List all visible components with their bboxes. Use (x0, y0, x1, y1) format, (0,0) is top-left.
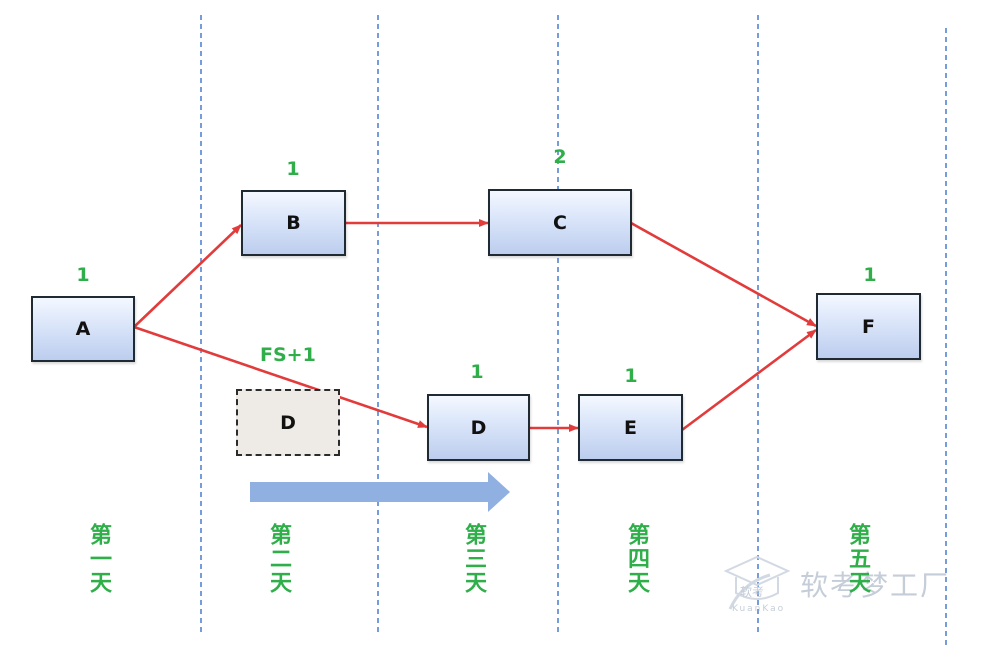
node-b: B (241, 190, 346, 256)
lag-label: FS+1 (260, 344, 316, 366)
node-c: C (488, 189, 632, 256)
arrow-a-d (133, 325, 428, 429)
node-d: D (427, 394, 530, 461)
shift-arrow (250, 472, 510, 512)
day-dividers (200, 15, 947, 646)
node-a: A (31, 296, 135, 362)
node-e: E (578, 394, 683, 461)
day-label-3: 第三天 (461, 523, 486, 595)
arrow-c-f (630, 221, 817, 328)
day-label-5: 第五天 (845, 523, 870, 595)
duration-f: 1 (863, 264, 877, 286)
duration-d: 1 (470, 361, 484, 383)
watermark-sub: KuanKao (732, 604, 786, 614)
watermark-brand: 软考梦工厂 (800, 569, 951, 602)
day-label-1: 第一天 (86, 523, 111, 595)
day-label-2: 第二天 (266, 523, 291, 595)
arrow-e-f (681, 328, 817, 432)
duration-a: 1 (76, 264, 90, 286)
arrow-a-b (133, 224, 242, 328)
duration-b: 1 (286, 158, 300, 180)
duration-c: 2 (553, 146, 567, 168)
node-d-original: D (236, 389, 340, 456)
day-label-4: 第四天 (624, 523, 649, 595)
duration-e: 1 (624, 365, 638, 387)
watermark-logo-icon (723, 555, 791, 610)
dependency-arrows (133, 219, 817, 432)
watermark-badge: 软考 (740, 585, 765, 599)
node-f: F (816, 293, 921, 360)
